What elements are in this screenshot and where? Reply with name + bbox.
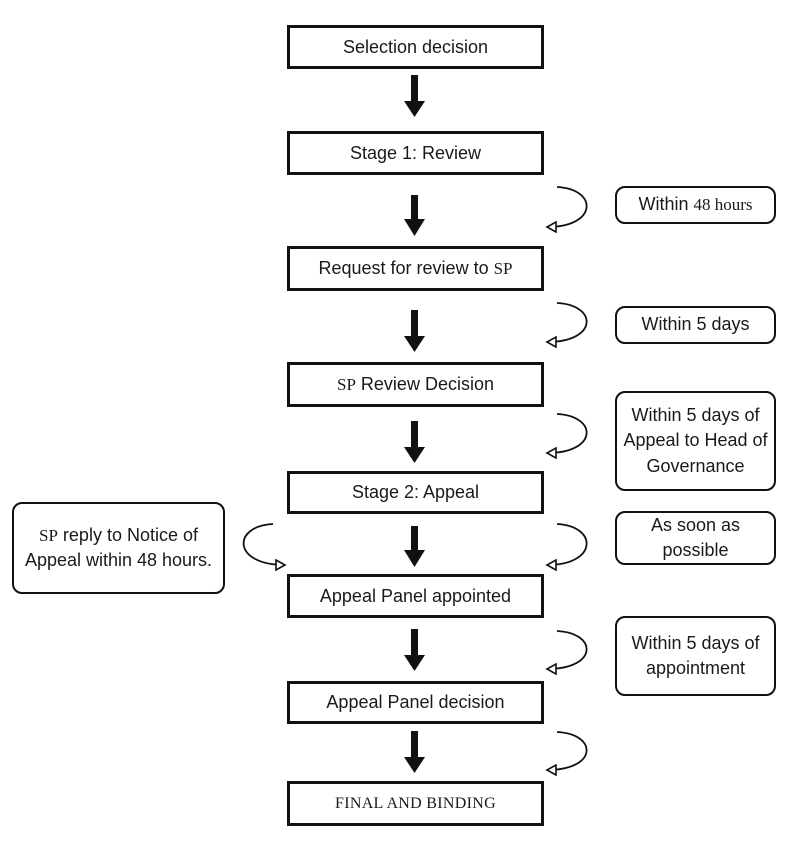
step-label: Appeal Panel decision bbox=[326, 692, 505, 712]
note-within-5-days-of-appointment: Within 5 days of appointment bbox=[615, 616, 776, 696]
down-arrow-2 bbox=[404, 195, 425, 236]
step-label: Stage 1: Review bbox=[349, 142, 482, 163]
note-within-48-hours: Within 48 hours bbox=[615, 186, 776, 224]
step-appeal-panel-appointed: Appeal Panel appointed bbox=[287, 574, 544, 618]
curved-connector-4 bbox=[547, 523, 588, 565]
step-label: FINAL AND BINDING bbox=[335, 794, 496, 812]
step-label: Appeal Panel appointed bbox=[319, 585, 512, 606]
curved-connector-3 bbox=[547, 413, 588, 453]
note-label: Within bbox=[638, 194, 694, 215]
down-arrow-3 bbox=[404, 310, 425, 352]
down-arrow-6 bbox=[404, 629, 425, 671]
step-sp-review-decision: SP Review Decision bbox=[287, 362, 544, 407]
step-request-for-review: Request for review to SP bbox=[287, 246, 544, 291]
note-label: reply to Notice of Appeal within 48 hour… bbox=[24, 524, 213, 570]
step-label: Selection decision bbox=[342, 36, 489, 57]
note-label-suffix: 48 hours bbox=[693, 195, 753, 215]
step-label-suffix: SP bbox=[493, 258, 513, 278]
step-label: Stage 2: Appeal bbox=[351, 482, 480, 502]
curved-connector-5 bbox=[547, 630, 588, 669]
note-label-prefix: SP bbox=[39, 525, 58, 545]
step-final-and-binding: FINAL AND BINDING bbox=[287, 781, 544, 826]
curved-connector-2 bbox=[547, 302, 588, 342]
down-arrow-1 bbox=[404, 75, 425, 117]
note-within-5-days: Within 5 days bbox=[615, 306, 776, 344]
note-label: Within 5 days of Appeal to Head of Gover… bbox=[623, 405, 768, 476]
note-label: Within 5 days of appointment bbox=[631, 632, 760, 678]
down-arrow-7 bbox=[404, 731, 425, 773]
step-appeal-panel-decision: Appeal Panel decision bbox=[287, 681, 544, 724]
note-as-soon-as-possible: As soon as possible bbox=[615, 511, 776, 565]
curved-connector-1 bbox=[547, 186, 588, 227]
step-selection-decision: Selection decision bbox=[287, 25, 544, 69]
curved-connector-left bbox=[242, 523, 285, 565]
step-stage-2-appeal: Stage 2: Appeal bbox=[287, 471, 544, 514]
note-sp-reply: SP reply to Notice of Appeal within 48 h… bbox=[12, 502, 225, 594]
step-label: Review Decision bbox=[355, 374, 494, 394]
step-label-prefix: SP bbox=[337, 374, 356, 394]
step-stage-1-review: Stage 1: Review bbox=[287, 131, 544, 175]
step-label: Request for review to bbox=[318, 258, 494, 278]
note-label: As soon as possible bbox=[650, 514, 741, 560]
down-arrow-5 bbox=[404, 526, 425, 567]
note-label: Within 5 days bbox=[641, 314, 750, 335]
curved-connector-6 bbox=[547, 731, 588, 770]
note-within-5-days-of-appeal: Within 5 days of Appeal to Head of Gover… bbox=[615, 391, 776, 491]
down-arrow-4 bbox=[404, 421, 425, 463]
